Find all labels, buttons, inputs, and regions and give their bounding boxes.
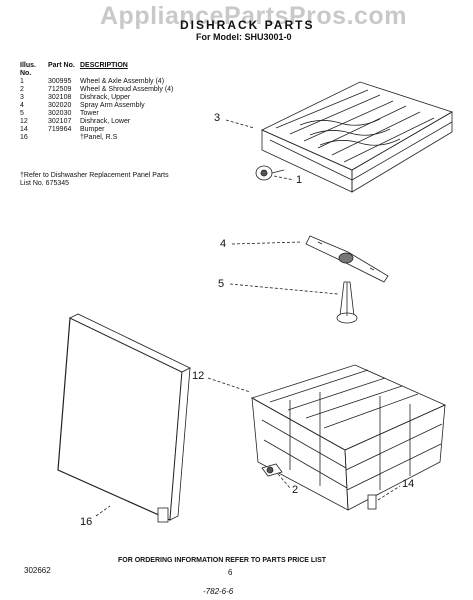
cell-desc: Bumper: [80, 126, 105, 133]
cell-desc: Wheel & Shroud Assembly (4): [80, 86, 174, 93]
lower-dishrack-drawing: [251, 364, 446, 511]
cell-part: 712509: [48, 86, 72, 93]
cell-illus: 5: [20, 110, 24, 117]
tower-drawing: [336, 281, 358, 324]
table-row: 14 719964 Bumper: [20, 126, 180, 134]
replacement-panel-drawing: [57, 313, 191, 523]
cell-illus: 1: [20, 78, 24, 85]
cell-illus: 3: [20, 94, 24, 101]
cell-illus: 16: [20, 134, 28, 141]
wheel-axle-drawing: [255, 165, 285, 181]
table-row: 5 302030 Tower: [20, 110, 180, 118]
leader-line-16: [95, 505, 111, 517]
cell-desc: Dishrack, Upper: [80, 94, 131, 101]
watermark: AppliancePartsPros.com: [100, 2, 407, 30]
header-illus-no: Illus. No.: [20, 62, 36, 77]
table-row: 16 †Panel, R.S: [20, 134, 180, 142]
cell-illus: 14: [20, 126, 28, 133]
cell-part: 302108: [48, 94, 72, 101]
page-title: DISHRACK PARTS: [180, 18, 315, 32]
cell-part: 302107: [48, 118, 72, 125]
leader-line-14: [377, 485, 401, 501]
cell-illus: 4: [20, 102, 24, 109]
leader-line-12: [207, 377, 251, 393]
model-subtitle: For Model: SHU3001-0: [196, 32, 292, 42]
callout-5: 5: [218, 278, 225, 290]
cell-part: 302020: [48, 102, 72, 109]
cell-illus: 2: [20, 86, 24, 93]
cell-illus: 12: [20, 118, 28, 125]
leader-line-4: [231, 241, 303, 245]
header-description: DESCRIPTION: [80, 62, 128, 69]
cell-part: 302030: [48, 110, 72, 117]
leader-line-3: [225, 119, 255, 129]
cell-desc: Tower: [80, 110, 99, 117]
leader-line-2: [277, 473, 291, 489]
cell-desc: Wheel & Axle Assembly (4): [80, 78, 165, 85]
callout-3: 3: [214, 112, 221, 124]
cell-desc: Dishrack, Lower: [80, 118, 131, 125]
page-number: 6: [228, 568, 233, 577]
upper-dishrack-drawing: [261, 81, 453, 193]
callout-12: 12: [192, 370, 205, 382]
cell-part: 300995: [48, 78, 72, 85]
wheel-shroud-drawing: [261, 463, 283, 477]
ordering-information-note: FOR ORDERING INFORMATION REFER TO PARTS …: [118, 557, 327, 564]
callout-4: 4: [220, 238, 227, 250]
cell-desc: †Panel, R.S: [80, 134, 118, 141]
spray-arm-drawing: [305, 235, 389, 283]
panel-footnote: †Refer to Dishwasher Replacement Panel P…: [20, 172, 169, 187]
table-row: 2 712509 Wheel & Shroud Assembly (4): [20, 86, 180, 94]
cell-part: 719964: [48, 126, 72, 133]
leader-line-5: [229, 283, 339, 295]
parts-table-header: Illus. No. Part No. DESCRIPTION: [20, 62, 180, 78]
handwritten-note: -782-6-6: [203, 587, 234, 596]
document-number: 302662: [24, 566, 51, 575]
callout-2: 2: [292, 484, 299, 496]
bumper-drawing: [367, 494, 377, 510]
header-part-no: Part No.: [48, 62, 75, 69]
callout-14: 14: [402, 478, 415, 490]
table-row: 4 302020 Spray Arm Assembly: [20, 102, 180, 110]
table-row: 12 302107 Dishrack, Lower: [20, 118, 180, 126]
table-row: 1 300995 Wheel & Axle Assembly (4): [20, 78, 180, 86]
leader-line-1: [273, 175, 295, 181]
cell-desc: Spray Arm Assembly: [80, 102, 145, 109]
table-row: 3 302108 Dishrack, Upper: [20, 94, 180, 102]
callout-1: 1: [296, 174, 303, 186]
callout-16: 16: [80, 516, 93, 528]
